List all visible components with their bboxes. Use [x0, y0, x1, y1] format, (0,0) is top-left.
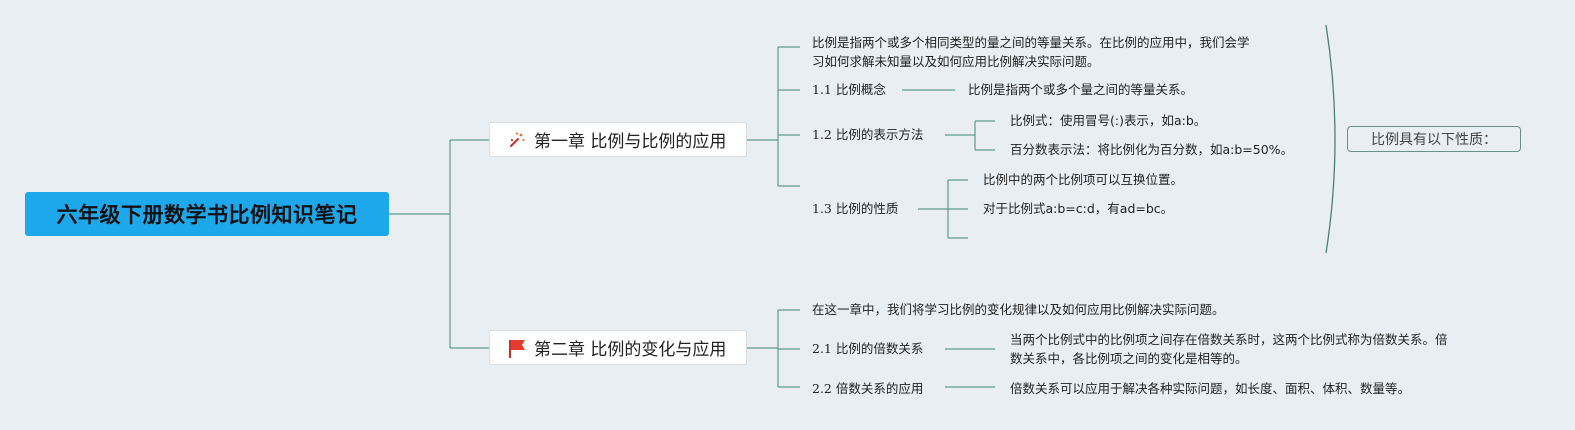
section-1-3-detail-1[interactable]: 比例中的两个比例项可以互换位置。	[983, 172, 1184, 187]
chapter-2-intro[interactable]: 在这一章中，我们将学习比例的变化规律以及如何应用比例解决实际问题。	[812, 302, 1225, 317]
section-2-1-detail[interactable]: 当两个比例式中的比例项之间存在倍数关系时，这两个比例式称为倍数关系。倍 数关系中…	[1010, 330, 1448, 368]
magic-wand-icon	[508, 131, 526, 149]
section-2-2-title[interactable]: 2.2 倍数关系的应用	[812, 381, 924, 396]
chapter-1-intro[interactable]: 比例是指两个或多个相同类型的量之间的等量关系。在比例的应用中，我们会学 习如何求…	[812, 33, 1250, 71]
section-1-1-title[interactable]: 1.1 比例概念	[812, 82, 886, 97]
section-2-2-detail[interactable]: 倍数关系可以应用于解决各种实际问题，如长度、面积、体积、数量等。	[1010, 381, 1411, 396]
chapter-2-title: 第二章 比例的变化与应用	[534, 340, 727, 360]
section-2-1-detail-line-1: 当两个比例式中的比例项之间存在倍数关系时，这两个比例式称为倍数关系。倍	[1010, 332, 1448, 347]
red-flag-icon	[508, 339, 526, 358]
section-1-3-title[interactable]: 1.3 比例的性质	[812, 201, 899, 216]
section-1-2-detail-2[interactable]: 百分数表示法：将比例化为百分数，如a:b=50%。	[1010, 142, 1294, 157]
root-topic[interactable]: 六年级下册数学书比例知识笔记	[25, 192, 389, 236]
chapter-2-node[interactable]: 第二章 比例的变化与应用	[489, 330, 747, 365]
summary-brace	[1325, 24, 1336, 254]
section-1-3-detail-2[interactable]: 对于比例式a:b=c:d，有ad=bc。	[983, 201, 1174, 216]
root-title: 六年级下册数学书比例知识笔记	[56, 203, 358, 227]
chapter-1-intro-line-2: 习如何求解未知量以及如何应用比例解决实际问题。	[812, 54, 1100, 69]
section-2-1-detail-line-2: 数关系中，各比例项之间的变化是相等的。	[1010, 351, 1248, 366]
chapter-1-node[interactable]: 第一章 比例与比例的应用	[489, 122, 747, 157]
section-1-2-detail-1[interactable]: 比例式：使用冒号(:)表示，如a:b。	[1010, 113, 1207, 128]
summary-label: 比例具有以下性质：	[1371, 132, 1497, 148]
chapter-1-title: 第一章 比例与比例的应用	[534, 132, 727, 152]
chapter-1-intro-line-1: 比例是指两个或多个相同类型的量之间的等量关系。在比例的应用中，我们会学	[812, 35, 1250, 50]
section-2-1-title[interactable]: 2.1 比例的倍数关系	[812, 341, 924, 356]
section-1-1-detail[interactable]: 比例是指两个或多个量之间的等量关系。	[968, 82, 1194, 97]
section-1-2-title[interactable]: 1.2 比例的表示方法	[812, 127, 924, 142]
summary-node[interactable]: 比例具有以下性质：	[1347, 126, 1521, 152]
